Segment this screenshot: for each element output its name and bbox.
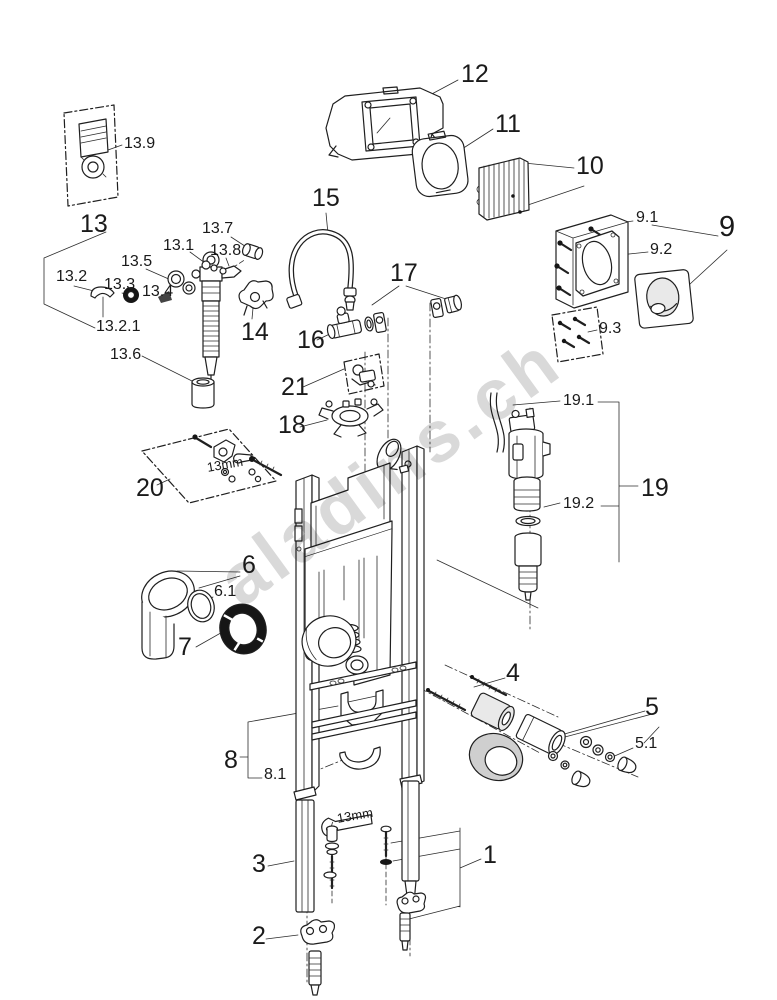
floor-bolt-left-drawing	[323, 825, 340, 890]
part-20-anchor-set-drawing	[141, 428, 283, 504]
part-16-drawing	[326, 306, 387, 340]
floor-screw-right-drawing	[380, 825, 392, 865]
part-6-1-seal-drawing	[187, 589, 215, 623]
part-10-drawing	[476, 157, 530, 221]
part-18-drawing	[318, 398, 384, 438]
part-9-mounting-box-drawing	[554, 214, 629, 309]
foot-tubes-drawing	[295, 780, 420, 913]
cistern-tank-drawing	[304, 462, 417, 770]
anchor-left-drawing	[308, 950, 322, 996]
part-14-drawing	[238, 280, 274, 316]
part-17-parts-drawing	[430, 294, 463, 319]
part-15-hose-drawing	[286, 229, 357, 311]
part-9-flush-plate-drawing	[634, 269, 694, 329]
part-7-connector-drawing	[219, 603, 357, 667]
part-4-rods-drawing	[426, 675, 566, 782]
part-21-drawing	[343, 353, 385, 395]
part-19-discharge-valve-drawing	[489, 392, 551, 601]
wall-bracket-left-drawing	[300, 919, 336, 945]
part-13-filling-valve-drawing	[90, 243, 264, 409]
part-9-3-screws-drawing	[551, 306, 604, 363]
anchor-right-drawing	[399, 912, 411, 951]
part-6-elbow-drawing	[141, 570, 195, 660]
part-5-fastener-set-drawing	[547, 735, 637, 788]
part-11-drawing	[411, 130, 469, 198]
wall-bracket-right-drawing	[396, 891, 427, 914]
part-13-9-drawing	[63, 104, 119, 207]
